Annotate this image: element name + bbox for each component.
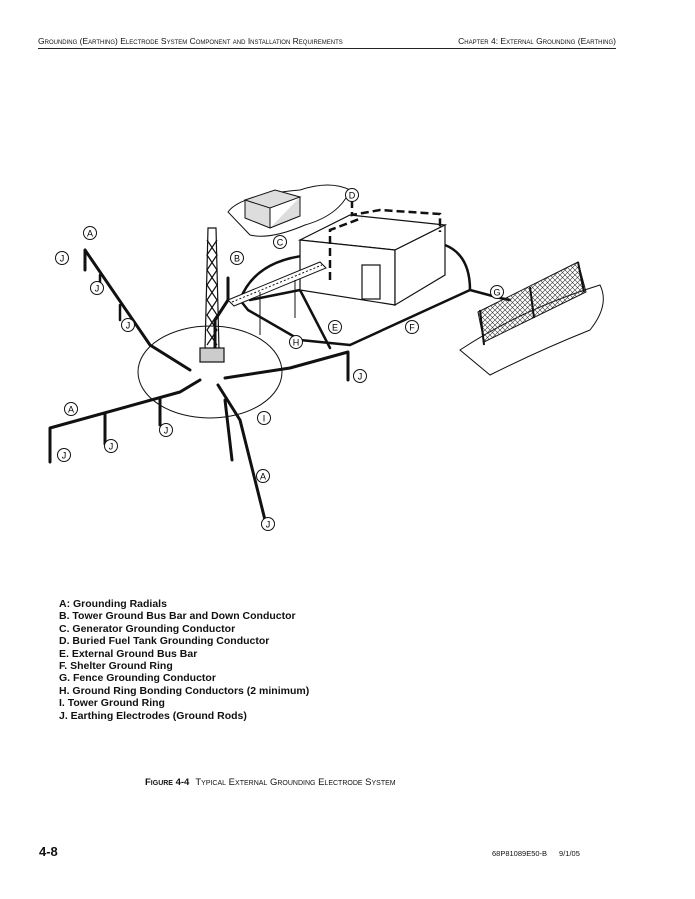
callout-letter: A: [68, 405, 74, 415]
callout-j: J: [121, 318, 135, 332]
callout-letter: I: [263, 414, 266, 424]
figure-title: Typical External Grounding Electrode Sys…: [195, 777, 396, 788]
legend-item: D. Buried Fuel Tank Grounding Conductor: [59, 635, 270, 648]
callout-letter: C: [277, 238, 284, 248]
tower: [199, 227, 225, 363]
doc-id: 68P81089E50-B: [492, 849, 548, 858]
legend-item: E. External Ground Bus Bar: [59, 647, 198, 660]
callout-letter: J: [266, 520, 271, 530]
callout-letter: J: [60, 254, 65, 264]
callout-b: B: [230, 251, 244, 265]
callout-d: D: [345, 188, 359, 202]
legend-item: J. Earthing Electrodes (Ground Rods): [59, 709, 247, 722]
callout-letter: J: [126, 321, 131, 331]
legend-item: I. Tower Ground Ring: [59, 697, 165, 710]
callout-j: J: [159, 423, 173, 437]
callout-letter: B: [234, 254, 240, 264]
header-right: Chapter 4: External Grounding (Earthing): [458, 36, 616, 46]
callout-j: J: [90, 281, 104, 295]
callout-i: I: [257, 411, 271, 425]
callout-letter: J: [95, 284, 100, 294]
callout-j: J: [57, 448, 71, 462]
callout-j: J: [104, 439, 118, 453]
legend-item: F. Shelter Ground Ring: [59, 660, 173, 673]
legend-item: H. Ground Ring Bonding Conductors (2 min…: [59, 684, 310, 697]
shelter: [297, 200, 448, 307]
callout-g: G: [490, 285, 504, 299]
cable-bridge: [227, 261, 327, 335]
fence: [459, 261, 604, 376]
running-header: Grounding (Earthing) Electrode System Co…: [38, 36, 616, 49]
callout-letter: D: [349, 191, 356, 201]
legend-item: G. Fence Grounding Conductor: [59, 672, 216, 685]
callout-letter: A: [87, 229, 93, 239]
callout-letter: F: [409, 323, 415, 333]
callout-j: J: [55, 251, 69, 265]
doc-date: 9/1/05: [559, 849, 580, 858]
callout-e: E: [328, 320, 342, 334]
header-left: Grounding (Earthing) Electrode System Co…: [38, 36, 343, 46]
callout-c: C: [273, 235, 287, 249]
figure-caption: Figure 4-4 Typical External Grounding Ele…: [145, 777, 396, 788]
page-number: 4-8: [39, 844, 58, 859]
legend-item: B. Tower Ground Bus Bar and Down Conduct…: [59, 610, 296, 623]
callout-letter: J: [109, 442, 114, 452]
figure-number: Figure 4-4: [145, 777, 190, 788]
legend-item: C. Generator Grounding Conductor: [59, 622, 236, 635]
callout-h: H: [289, 335, 303, 349]
callout-letter: A: [260, 472, 266, 482]
callout-a: A: [83, 226, 97, 240]
callout-letter: H: [293, 338, 300, 348]
callout-letter: J: [164, 426, 169, 436]
doc-info: 68P81089E50-B 9/1/05: [492, 849, 580, 858]
callout-letter: J: [358, 372, 363, 382]
callout-f: F: [405, 320, 419, 334]
callout-letter: J: [62, 451, 67, 461]
figure-legend: A: Grounding Radials B. Tower Ground Bus…: [59, 598, 309, 722]
callout-a: A: [256, 469, 270, 483]
callout-j: J: [261, 517, 275, 531]
callout-j: J: [353, 369, 367, 383]
radial-nw: [83, 248, 192, 372]
callout-letter: E: [332, 323, 338, 333]
legend-item: A: Grounding Radials: [59, 598, 167, 610]
callout-a: A: [64, 402, 78, 416]
callout-letter: G: [493, 288, 500, 298]
